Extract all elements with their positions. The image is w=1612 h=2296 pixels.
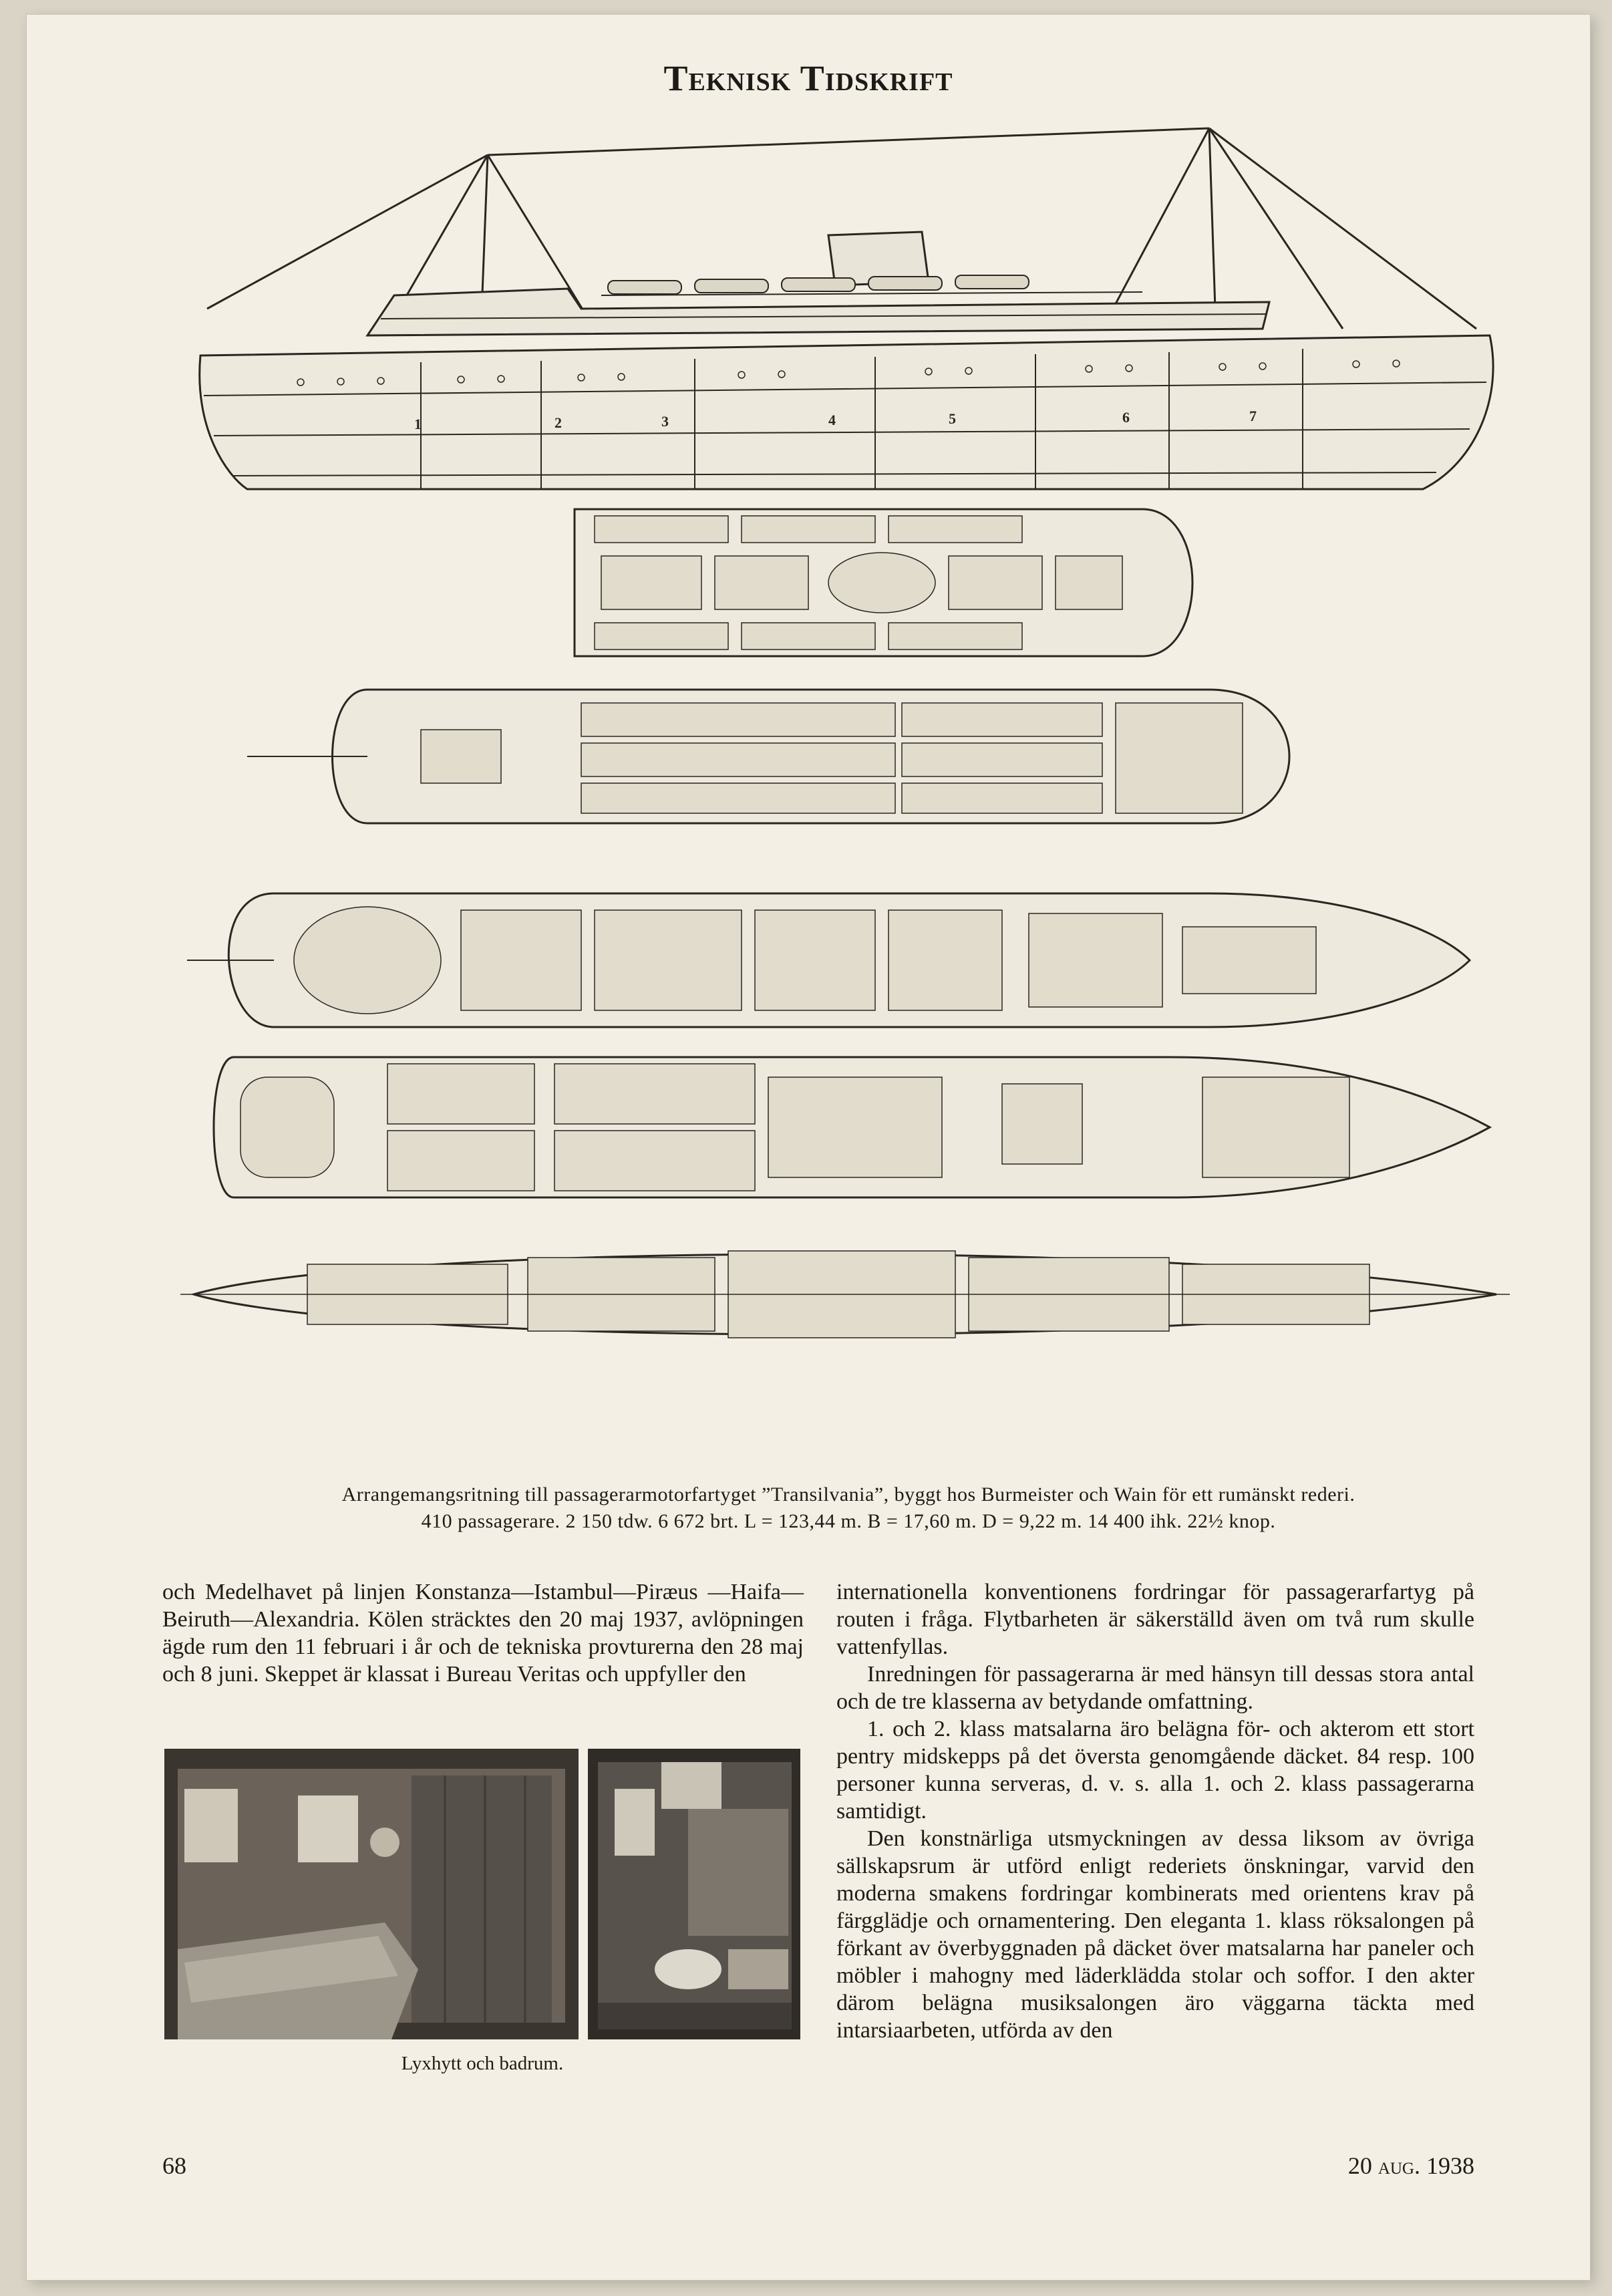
deck-plan-saloon-deck [187, 892, 1472, 1028]
photo-cabin [164, 1749, 579, 2039]
portholes [297, 360, 1400, 386]
lifeboats [607, 275, 1029, 295]
deck-plan-boat-deck [573, 508, 1194, 658]
figure-caption-line2: 410 passagerare. 2 150 tdw. 6 672 brt. L… [421, 1510, 1276, 1532]
left-column: och Medelhavet på linjen Konstanza—Istam… [162, 1578, 804, 1688]
right-column: internationella konventionens fordringar… [836, 1578, 1474, 2044]
photo-caption: Lyxhytt och badrum. [401, 2053, 564, 2074]
hold-number-7: 7 [1249, 408, 1257, 424]
ship-rigging [206, 127, 1477, 330]
masthead: Teknisk Tidskrift [663, 58, 953, 98]
ship-arrangement-drawing: 1 2 3 4 5 6 7 [180, 127, 1510, 1338]
hold-number-4: 4 [828, 412, 836, 428]
deck-plan-upper-deck [212, 1056, 1492, 1199]
figure-caption: Arrangemangsritning till passagerarmotor… [167, 1481, 1530, 1535]
page-number: 68 [162, 2152, 186, 2179]
issue-date: 20 aug. 1938 [1347, 2152, 1474, 2179]
hold-number-5: 5 [949, 410, 956, 427]
hold-number-1: 1 [414, 416, 422, 432]
figure-caption-line1: Arrangemangsritning till passagerarmotor… [341, 1483, 1355, 1505]
hold-number-3: 3 [661, 413, 669, 430]
deck-plan-main-deck [180, 1250, 1510, 1338]
right-paragraph-3: 1. och 2. klass matsalarna äro belägna f… [836, 1717, 1474, 1824]
right-paragraph-4: Den konstnärliga utsmyckningen av dessa … [836, 1826, 1474, 2043]
photo-bathroom [588, 1749, 800, 2039]
document-page: Teknisk Tidskrift [27, 15, 1590, 2280]
right-paragraph-2: Inredningen för passagerarna är med häns… [836, 1662, 1474, 1714]
ship-superstructure [365, 287, 1271, 337]
right-paragraph-1: internationella konventionens fordringar… [836, 1580, 1474, 1659]
deck-plan-promenade-deck [247, 688, 1291, 825]
hold-number-6: 6 [1122, 409, 1130, 426]
hold-number-2: 2 [554, 414, 562, 431]
left-paragraph-1: och Medelhavet på linjen Konstanza—Istam… [162, 1580, 804, 1687]
ship-hull [198, 334, 1494, 490]
